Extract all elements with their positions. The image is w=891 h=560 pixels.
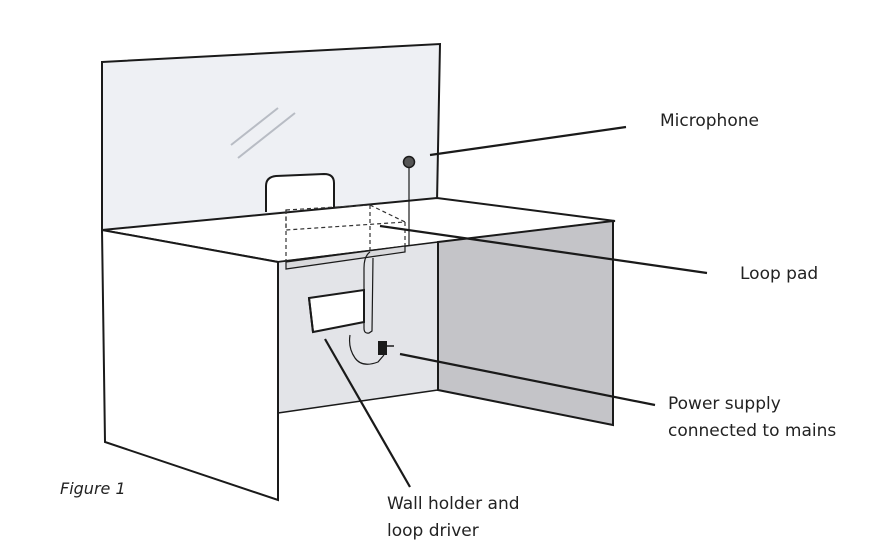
glass-reflection [230, 107, 296, 159]
leader-microphone [429, 125, 627, 157]
callout-power-supply-line2: connected to mains [668, 421, 837, 441]
callout-wall-holder: Wall holder and loop driver [387, 491, 520, 545]
left-side-panel [100, 228, 279, 502]
leader-loop-pad [379, 224, 708, 275]
loop-pad [285, 204, 408, 231]
screen-speech-opening [265, 172, 335, 212]
right-side-panel [437, 219, 614, 427]
leader-lines [324, 125, 708, 488]
leader-wall-holder [324, 338, 411, 488]
inner-back-wall [277, 241, 439, 414]
callout-loop-pad-text: Loop pad [740, 264, 819, 284]
callout-loop-pad: Loop pad [740, 261, 818, 288]
loop-pad-edge-strip [285, 245, 406, 270]
loop-driver-box-edge [308, 297, 314, 333]
power-plug-icon [378, 341, 387, 355]
callout-power-supply-line1: Power supply [668, 394, 781, 414]
loop-pad-cable [363, 251, 374, 334]
power-cable [348, 334, 385, 365]
callout-power-supply: Power supply connected to mains [668, 391, 836, 445]
loop-pad-dashed-edges [285, 205, 406, 262]
microphone-icon [402, 155, 416, 169]
figure-caption-text: Figure 1 [60, 479, 126, 498]
callout-microphone-text: Microphone [660, 111, 759, 131]
callout-wall-holder-line2: loop driver [387, 521, 479, 541]
callout-microphone: Microphone [660, 108, 759, 135]
callout-wall-holder-line1: Wall holder and [387, 494, 520, 514]
figure-caption: Figure 1 [60, 475, 126, 502]
leader-power-supply [399, 352, 656, 407]
